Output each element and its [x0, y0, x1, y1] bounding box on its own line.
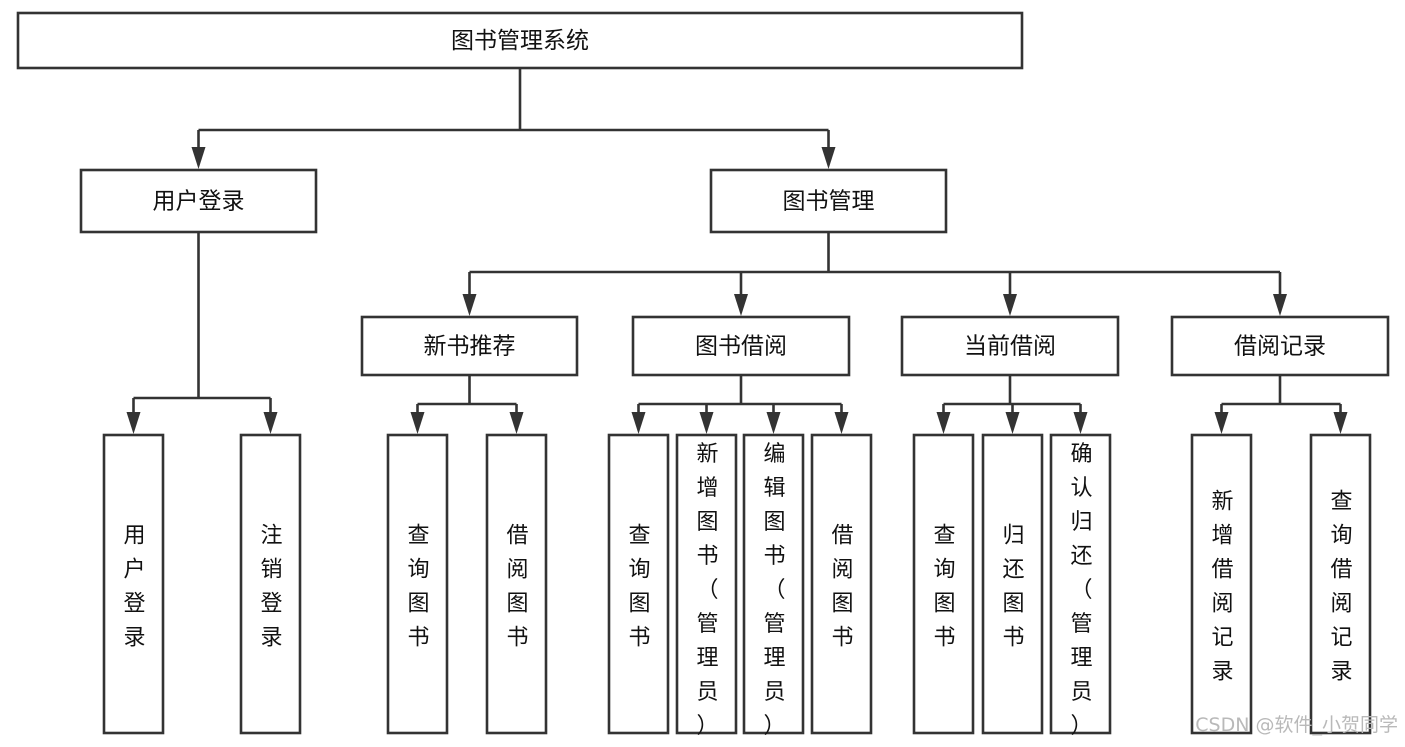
- arrow-head-icon: [699, 412, 714, 434]
- node-n14[interactable]: 借阅图书: [810, 433, 873, 735]
- arrow-head-icon: [1073, 412, 1088, 434]
- node-box[interactable]: [485, 433, 548, 735]
- node-n4[interactable]: 图书借阅: [631, 315, 851, 377]
- arrow-head-icon: [766, 412, 781, 434]
- node-label: 查询图书: [933, 524, 955, 651]
- edge-group-g4: [631, 375, 849, 434]
- node-box[interactable]: [102, 433, 165, 735]
- node-box[interactable]: [810, 433, 873, 735]
- node-box[interactable]: [981, 433, 1044, 735]
- node-box[interactable]: [900, 315, 1120, 377]
- node-n8[interactable]: 注销登录: [239, 433, 302, 735]
- arrow-head-icon: [410, 412, 425, 434]
- node-label: 编辑图书（管理员）: [763, 442, 785, 739]
- node-label: 用户登录: [153, 189, 245, 215]
- node-box[interactable]: [742, 433, 805, 735]
- arrow-head-icon: [1273, 294, 1287, 316]
- node-box[interactable]: [386, 433, 449, 735]
- arrow-head-icon: [1003, 294, 1017, 316]
- arrow-head-icon: [191, 147, 206, 169]
- arrow-head-icon: [1214, 412, 1229, 434]
- arrow-head-icon: [1005, 412, 1020, 434]
- node-label: 借阅图书: [831, 524, 853, 651]
- node-box[interactable]: [631, 315, 851, 377]
- node-n5[interactable]: 当前借阅: [900, 315, 1120, 377]
- node-label: 借阅图书: [506, 524, 528, 651]
- node-box[interactable]: [675, 433, 738, 735]
- node-box[interactable]: [912, 433, 975, 735]
- node-n7[interactable]: 用户登录: [102, 433, 165, 735]
- edges-layer: [126, 68, 1348, 434]
- node-label: 归还图书: [1002, 524, 1024, 651]
- arrow-head-icon: [631, 412, 646, 434]
- node-box[interactable]: [1309, 433, 1372, 735]
- node-n11[interactable]: 查询图书: [607, 433, 670, 735]
- arrow-head-icon: [834, 412, 849, 434]
- nodes-layer: 图书管理系统用户登录图书管理新书推荐图书借阅当前借阅借阅记录用户登录注销登录查询…: [16, 11, 1390, 739]
- node-box[interactable]: [239, 433, 302, 735]
- node-n3[interactable]: 新书推荐: [360, 315, 579, 377]
- node-box[interactable]: [360, 315, 579, 377]
- arrow-head-icon: [263, 412, 278, 434]
- node-n15[interactable]: 查询图书: [912, 433, 975, 735]
- node-n9[interactable]: 查询图书: [386, 433, 449, 735]
- node-label: 当前借阅: [964, 334, 1056, 360]
- node-label: 新增借阅记录: [1211, 490, 1233, 685]
- arrow-head-icon: [462, 294, 477, 316]
- node-n12[interactable]: 新增图书（管理员）: [675, 433, 738, 739]
- edge-group-g0: [191, 68, 836, 169]
- node-label: 图书借阅: [695, 334, 787, 360]
- node-n16[interactable]: 归还图书: [981, 433, 1044, 735]
- node-box[interactable]: [709, 168, 948, 234]
- node-n0[interactable]: 图书管理系统: [16, 11, 1024, 70]
- node-box[interactable]: [1190, 433, 1253, 735]
- edge-group-g3: [410, 375, 524, 434]
- node-n10[interactable]: 借阅图书: [485, 433, 548, 735]
- arrow-head-icon: [126, 412, 141, 434]
- node-n2[interactable]: 图书管理: [709, 168, 948, 234]
- node-label: 新增图书（管理员）: [696, 442, 718, 739]
- csdn-watermark: CSDN @软件_小贺同学: [1195, 714, 1398, 736]
- node-label: 用户登录: [123, 524, 145, 651]
- node-label: 注销登录: [260, 524, 282, 651]
- arrow-head-icon: [734, 294, 748, 316]
- node-label: 新书推荐: [424, 334, 516, 360]
- node-label: 查询图书: [407, 524, 429, 651]
- arrow-head-icon: [509, 412, 524, 434]
- edge-group-g6: [1214, 375, 1348, 434]
- arrow-head-icon: [1333, 412, 1348, 434]
- node-box[interactable]: [1170, 315, 1390, 377]
- node-n1[interactable]: 用户登录: [79, 168, 318, 234]
- node-label: 图书管理: [783, 189, 875, 215]
- node-box[interactable]: [79, 168, 318, 234]
- node-n6[interactable]: 借阅记录: [1170, 315, 1390, 377]
- node-n18[interactable]: 新增借阅记录: [1190, 433, 1253, 735]
- edge-group-g2: [462, 232, 1287, 316]
- arrow-head-icon: [936, 412, 951, 434]
- node-label: 查询借阅记录: [1330, 490, 1352, 685]
- node-box[interactable]: [1049, 433, 1112, 735]
- node-label: 查询图书: [628, 524, 650, 651]
- node-label: 确认归还（管理员）: [1070, 442, 1092, 739]
- edge-group-g1: [126, 232, 278, 434]
- node-label: 借阅记录: [1234, 334, 1326, 360]
- arrow-head-icon: [821, 147, 836, 169]
- edge-group-g5: [936, 375, 1088, 434]
- node-label: 图书管理系统: [451, 28, 589, 54]
- node-n19[interactable]: 查询借阅记录: [1309, 433, 1372, 735]
- node-n13[interactable]: 编辑图书（管理员）: [742, 433, 805, 739]
- node-box[interactable]: [607, 433, 670, 735]
- node-box[interactable]: [16, 11, 1024, 70]
- node-n17[interactable]: 确认归还（管理员）: [1049, 433, 1112, 739]
